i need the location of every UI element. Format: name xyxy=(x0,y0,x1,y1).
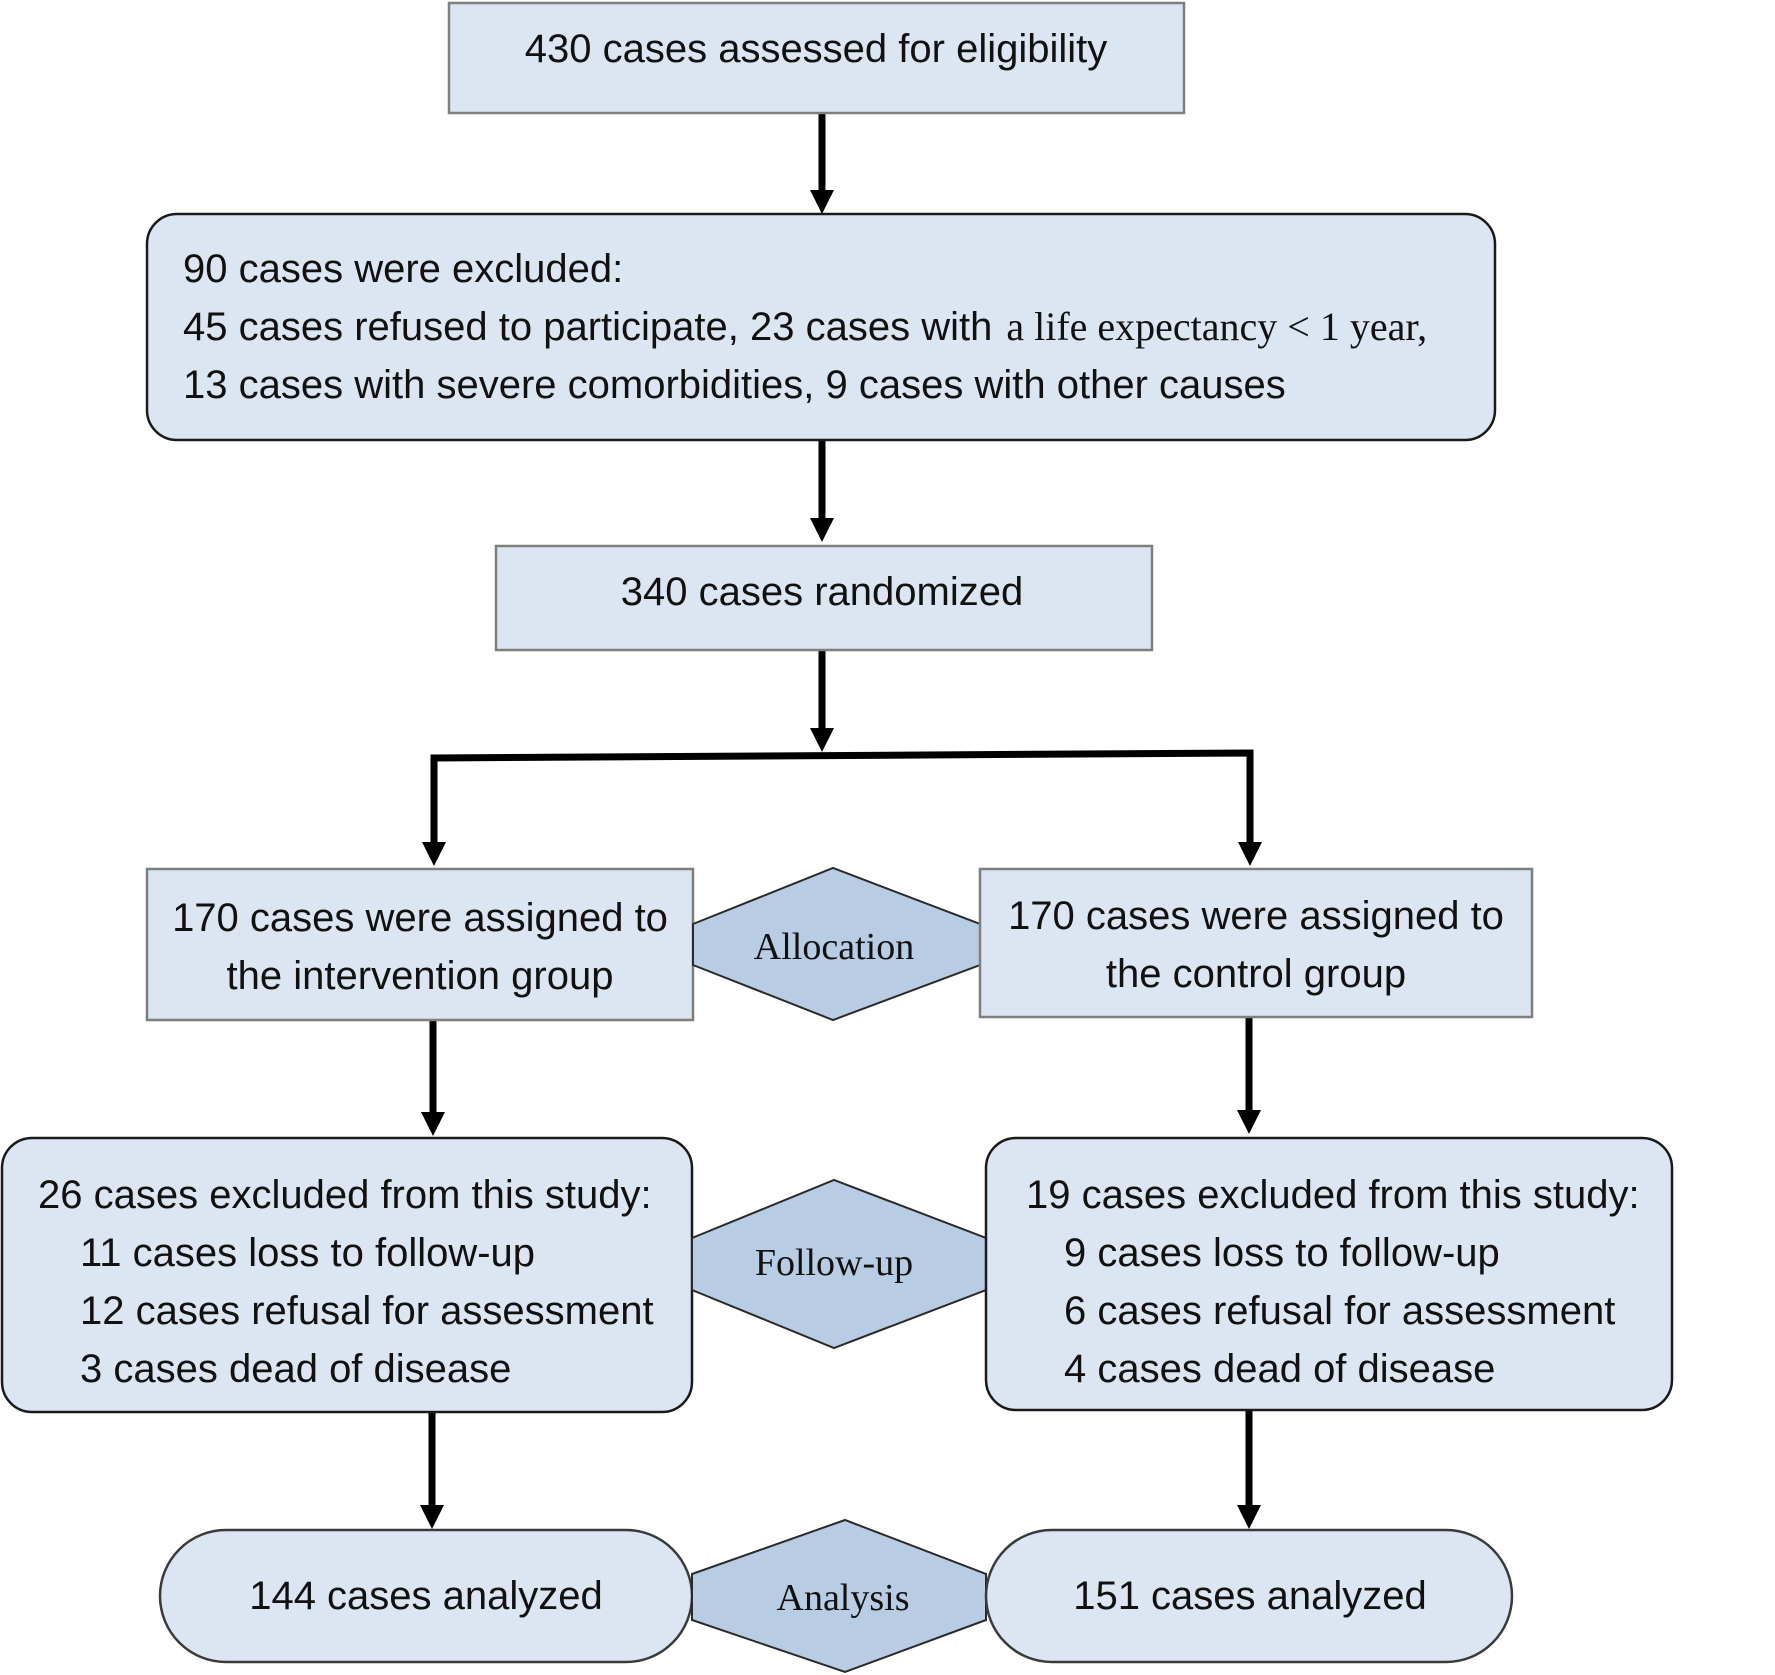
followup-diamond: Follow-up xyxy=(691,1178,987,1350)
intervention-followup-item: 11 cases loss to follow-up xyxy=(80,1231,535,1275)
arrow-head-3 xyxy=(810,728,834,752)
arrow-head-right-alloc xyxy=(1238,842,1262,866)
allocation-diamond: Allocation xyxy=(692,866,981,1022)
randomized-box: 340 cases randomized xyxy=(494,544,1154,652)
control-analyzed: 151 cases analyzed xyxy=(1073,1574,1427,1618)
excluded-line-2a: 45 cases refused to participate, 23 case… xyxy=(183,305,992,349)
arrow-head-left-alloc xyxy=(422,842,446,866)
intervention-line-1: 170 cases were assigned to xyxy=(172,896,668,940)
arrow-head-2 xyxy=(810,518,834,542)
control-line-1: 170 cases were assigned to xyxy=(1008,894,1504,938)
control-followup-heading: 19 cases excluded from this study: xyxy=(1026,1173,1640,1217)
intervention-allocation-box: 170 cases were assigned to the intervent… xyxy=(145,867,695,1022)
allocation-label: Allocation xyxy=(754,926,914,968)
arrow-head-left-an xyxy=(420,1505,444,1529)
excluded-line-2: 45 cases refused to participate, 23 case… xyxy=(183,304,1427,349)
eligibility-box: 430 cases assessed for eligibility xyxy=(447,1,1186,115)
arrow-head-left-fu xyxy=(421,1112,445,1136)
intervention-line-2: the intervention group xyxy=(227,954,614,998)
eligibility-text: 430 cases assessed for eligibility xyxy=(525,27,1108,71)
connectors xyxy=(420,113,1262,1529)
excluded-line-2b: a life expectancy < 1 year, xyxy=(1006,304,1427,349)
control-line-2: the control group xyxy=(1106,952,1406,996)
excluded-line-3: 13 cases with severe comorbidities, 9 ca… xyxy=(183,363,1286,407)
control-followup-item: 6 cases refusal for assessment xyxy=(1064,1289,1615,1333)
followup-label: Follow-up xyxy=(755,1242,913,1284)
control-analysis-box: 151 cases analyzed xyxy=(984,1528,1514,1664)
excluded-heading: 90 cases were excluded: xyxy=(183,247,623,291)
intervention-analyzed: 144 cases analyzed xyxy=(249,1574,603,1618)
intervention-followup-box: 26 cases excluded from this study: 11 ca… xyxy=(0,1136,694,1414)
excluded-box: 90 cases were excluded: 45 cases refused… xyxy=(145,212,1497,442)
randomized-text: 340 cases randomized xyxy=(621,570,1023,614)
control-allocation-box: 170 cases were assigned to the control g… xyxy=(978,867,1534,1019)
analysis-diamond: Analysis xyxy=(691,1518,987,1674)
control-followup-item: 9 cases loss to follow-up xyxy=(1064,1231,1500,1275)
split-line xyxy=(430,749,1254,842)
intervention-analysis-box: 144 cases analyzed xyxy=(158,1528,694,1664)
intervention-followup-item: 12 cases refusal for assessment xyxy=(80,1289,654,1333)
intervention-followup-heading: 26 cases excluded from this study: xyxy=(38,1173,652,1217)
arrow-head-right-fu xyxy=(1237,1110,1261,1134)
control-followup-item: 4 cases dead of disease xyxy=(1064,1347,1495,1391)
analysis-label: Analysis xyxy=(777,1577,910,1619)
intervention-followup-item: 3 cases dead of disease xyxy=(80,1347,511,1391)
arrow-head-right-an xyxy=(1237,1505,1261,1529)
arrow-head-1 xyxy=(810,190,834,214)
control-followup-box: 19 cases excluded from this study: 9 cas… xyxy=(984,1136,1674,1412)
